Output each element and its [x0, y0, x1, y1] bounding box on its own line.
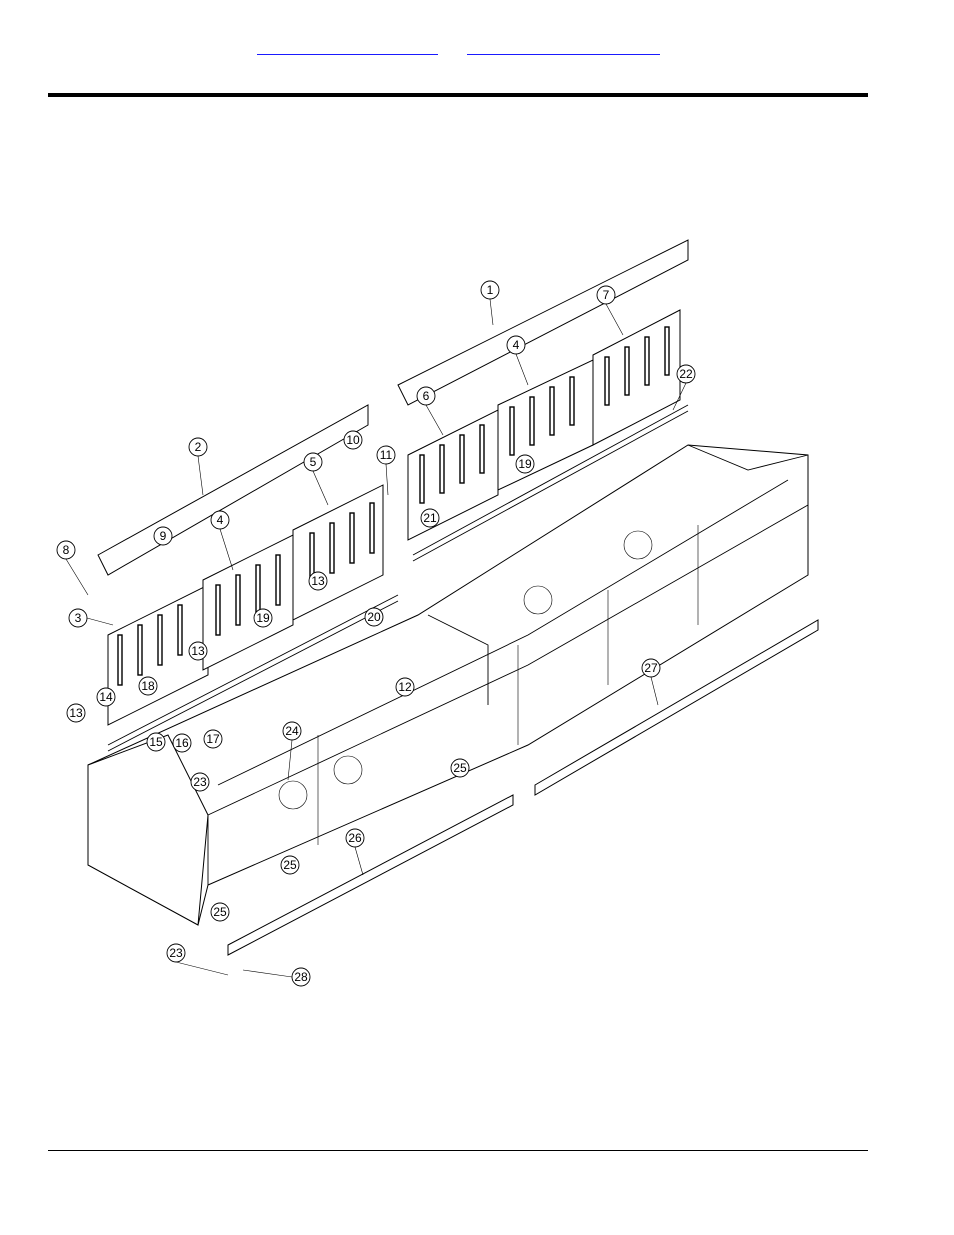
- callout: 4: [210, 510, 230, 530]
- svg-text:11: 11: [380, 448, 393, 462]
- svg-text:8: 8: [63, 543, 70, 557]
- mounting-strips: [107, 404, 689, 752]
- callout: 15: [146, 732, 166, 752]
- svg-text:21: 21: [423, 511, 437, 525]
- svg-text:5: 5: [310, 455, 317, 469]
- svg-text:25: 25: [283, 858, 297, 872]
- callout: 25: [210, 902, 230, 922]
- callout: 5: [303, 452, 323, 472]
- svg-text:2: 2: [195, 440, 202, 454]
- callout: 14: [96, 687, 116, 707]
- svg-text:25: 25: [213, 905, 227, 919]
- callout: 23: [190, 772, 210, 792]
- callout: 1: [480, 280, 500, 300]
- svg-text:3: 3: [75, 611, 82, 625]
- callout: 21: [420, 508, 440, 528]
- callout: 26: [345, 828, 365, 848]
- svg-text:23: 23: [169, 946, 183, 960]
- header-link-right[interactable]: [467, 40, 660, 55]
- svg-text:26: 26: [348, 831, 362, 845]
- header-link-left[interactable]: [257, 40, 438, 55]
- callout: 13: [66, 703, 86, 723]
- callout: 23: [166, 943, 186, 963]
- svg-text:13: 13: [191, 644, 205, 658]
- hinge-strip-right: [534, 619, 819, 796]
- callout: 20: [364, 607, 384, 627]
- main-frame: [87, 444, 809, 926]
- svg-text:20: 20: [367, 610, 381, 624]
- svg-text:18: 18: [141, 679, 155, 693]
- callout: 6: [416, 386, 436, 406]
- svg-text:4: 4: [217, 513, 224, 527]
- callout: 16: [172, 733, 192, 753]
- svg-text:13: 13: [69, 706, 83, 720]
- svg-text:4: 4: [513, 338, 520, 352]
- svg-text:24: 24: [285, 724, 299, 738]
- svg-text:14: 14: [99, 690, 113, 704]
- svg-text:19: 19: [256, 611, 270, 625]
- callout: 12: [395, 677, 415, 697]
- callout: 24: [282, 721, 302, 741]
- svg-text:28: 28: [294, 970, 308, 984]
- callout: 4: [506, 335, 526, 355]
- svg-text:9: 9: [160, 529, 167, 543]
- svg-text:27: 27: [644, 661, 658, 675]
- callout: 18: [138, 676, 158, 696]
- svg-text:13: 13: [311, 574, 325, 588]
- callout: 28: [291, 967, 311, 987]
- callout: 2: [188, 437, 208, 457]
- parts-diagram: 1 2 3 4 4 5 6 7 8 9 10 11 12 13 13 13 14…: [56, 239, 819, 987]
- svg-text:12: 12: [398, 680, 412, 694]
- svg-text:15: 15: [149, 735, 163, 749]
- callout: 25: [450, 758, 470, 778]
- callout: 9: [153, 526, 173, 546]
- callout: 7: [596, 285, 616, 305]
- callout: 10: [343, 430, 363, 450]
- svg-text:25: 25: [453, 761, 467, 775]
- leader-lines: [65, 298, 687, 978]
- svg-text:22: 22: [679, 367, 693, 381]
- callout: 13: [188, 641, 208, 661]
- callout: 22: [676, 364, 696, 384]
- svg-text:1: 1: [487, 283, 494, 297]
- callout: 8: [56, 540, 76, 560]
- svg-text:17: 17: [206, 732, 220, 746]
- callout: 27: [641, 658, 661, 678]
- footer-rule: [48, 1150, 868, 1151]
- svg-text:6: 6: [423, 389, 430, 403]
- callout: 11: [376, 445, 396, 465]
- hinge-strip-left: [227, 794, 514, 956]
- callout: 13: [308, 571, 328, 591]
- svg-text:10: 10: [346, 433, 360, 447]
- svg-text:16: 16: [175, 736, 189, 750]
- callout: 3: [68, 608, 88, 628]
- callout: 19: [515, 454, 535, 474]
- header-rule: [48, 93, 868, 97]
- svg-text:23: 23: [193, 775, 207, 789]
- svg-text:19: 19: [518, 457, 532, 471]
- shield-right: [397, 239, 689, 406]
- callout: 25: [280, 855, 300, 875]
- callout: 19: [253, 608, 273, 628]
- callout: 17: [203, 729, 223, 749]
- svg-text:7: 7: [603, 288, 610, 302]
